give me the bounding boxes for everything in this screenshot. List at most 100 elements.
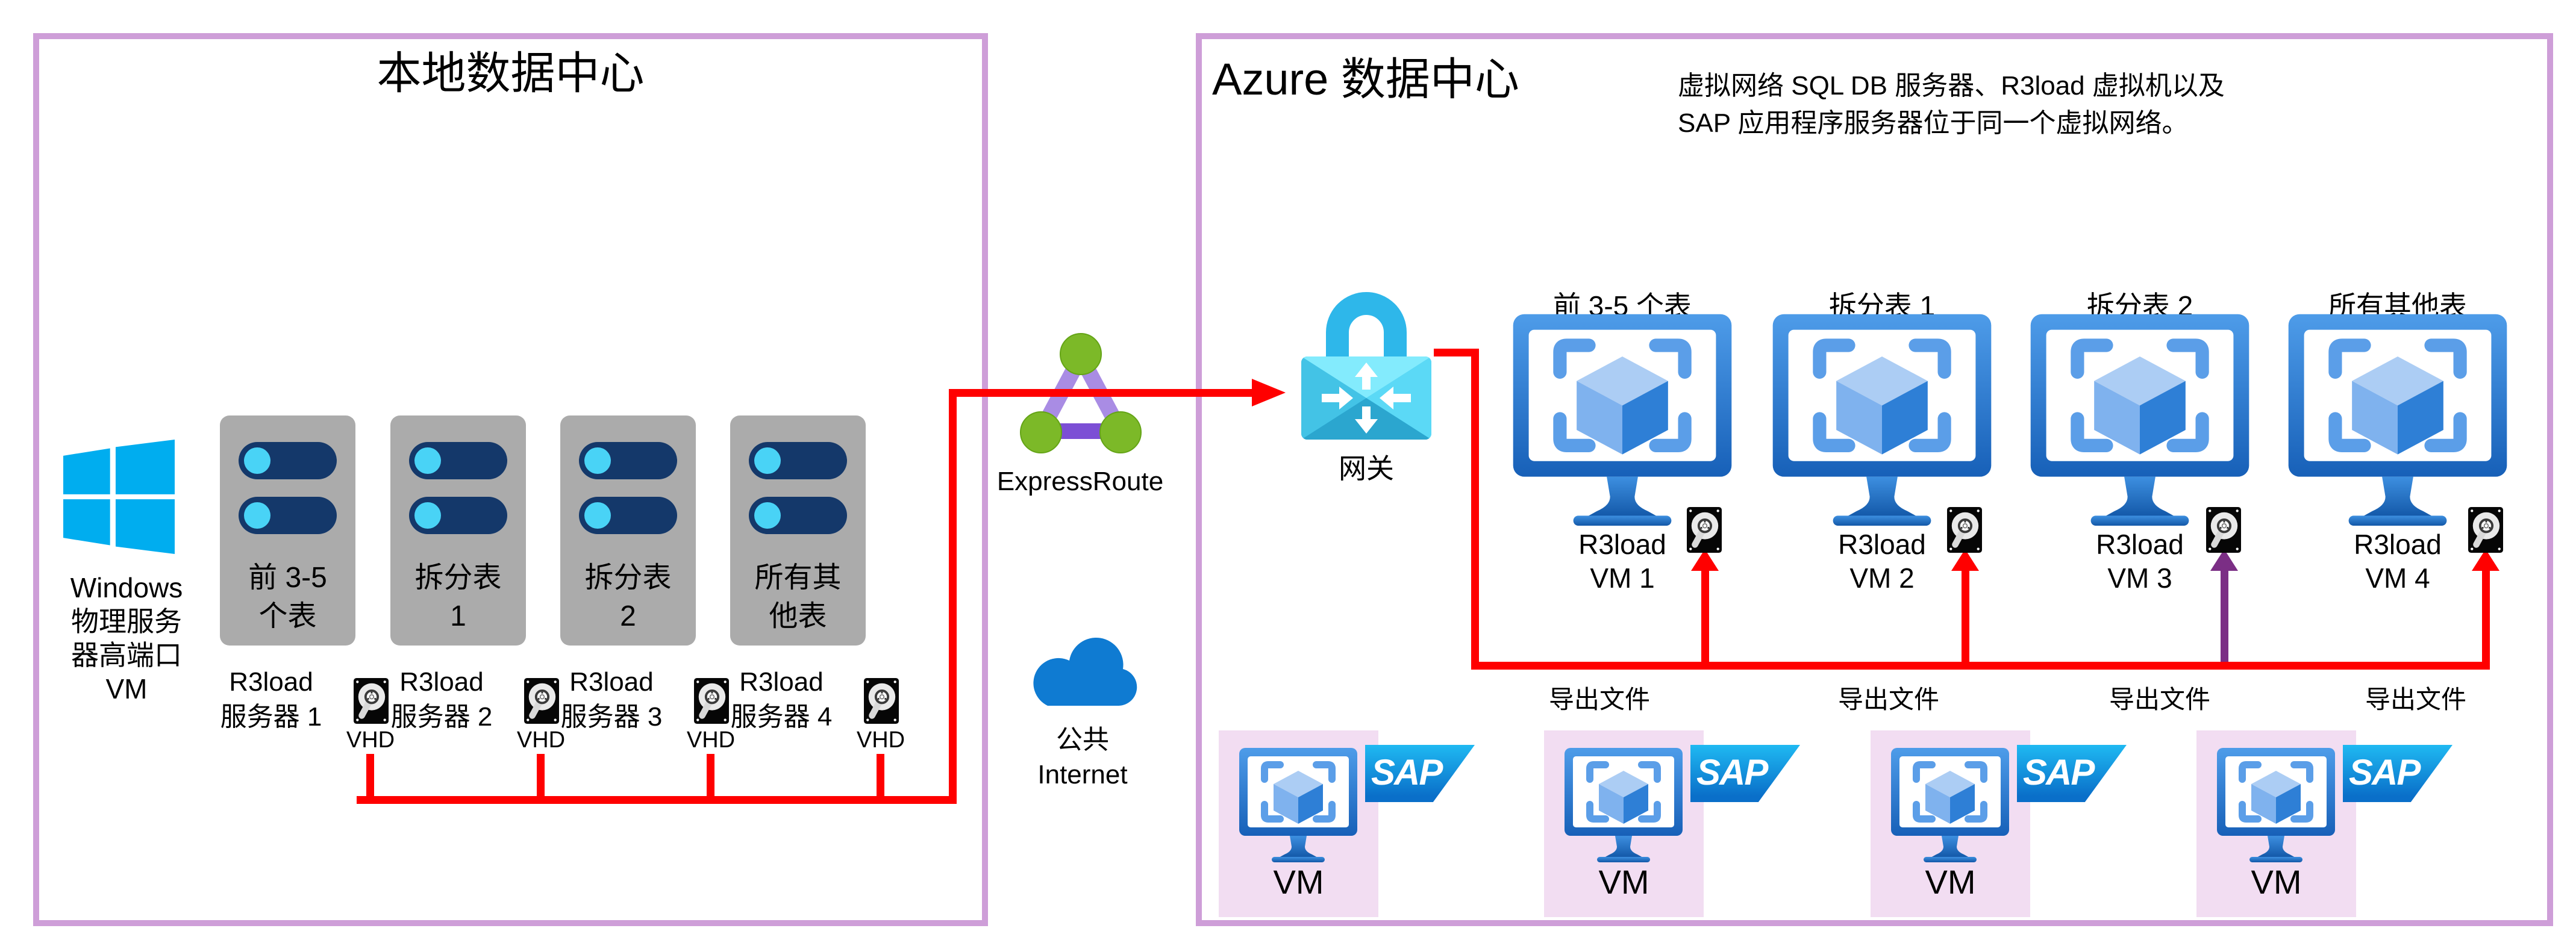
sap-logo: SAP (1690, 745, 1800, 802)
toggle-knob-icon (584, 447, 611, 474)
red-arrowhead-vm2 (1951, 549, 1979, 571)
internet-label: 公共 Internet (992, 723, 1173, 792)
server-toggle-icon (409, 442, 507, 479)
vm-monitor-icon (1511, 312, 1734, 526)
sap-vm-label: VM (2251, 863, 2302, 901)
vm-monitor-icon (1890, 747, 2010, 862)
red-arrowhead-vm4 (2472, 549, 2499, 571)
sap-vm-label: VM (1925, 863, 1976, 901)
r3load-server-2-label: R3load 服务器 2 (375, 665, 508, 735)
toggle-knob-icon (244, 447, 270, 474)
internet-label-line2: Internet (1037, 760, 1128, 789)
vm-monitor-icon (1771, 312, 1993, 526)
vm-disk-icon (1687, 507, 1722, 553)
r3load-server-1-label: R3load 服务器 1 (205, 665, 337, 735)
windows-label-line1: Windows (70, 572, 183, 603)
windows-label-line2: 物理服务 (71, 606, 182, 637)
export-file-label-1: 导出文件 (1548, 685, 1650, 714)
r3load-server-4-label: R3load 服务器 4 (715, 665, 848, 735)
vhd-disk-icon (524, 678, 559, 724)
vm-name-line: VM 3 (2107, 562, 2172, 594)
vm-monitor-icon (1563, 747, 1684, 862)
sap-vm-box-1: VM (1219, 730, 1378, 917)
azure-annotation-line2: SAP 应用程序服务器位于同一个虚拟网络。 (1678, 108, 2189, 138)
red-branch-vm2 (1962, 570, 1969, 662)
sap-vm-box-3: VM (1871, 730, 2030, 917)
vm-name-line: R3load (2096, 529, 2184, 560)
internet-cloud-icon (1022, 636, 1143, 709)
r3load-name-line: 服务器 4 (730, 702, 833, 732)
red-bus-onprem (357, 796, 957, 804)
gateway-label: 网关 (1339, 453, 1394, 484)
r3load-name-line: R3load (399, 667, 484, 697)
internet-label-line1: 公共 (1056, 725, 1109, 755)
onprem-datacenter-box (33, 33, 988, 926)
vhd-label-4: VHD (856, 727, 905, 753)
vhd-label-2: VHD (516, 727, 566, 753)
red-drop-line-1 (366, 754, 374, 801)
vm-monitor-icon (2028, 312, 2251, 526)
red-line-to-gateway (949, 389, 1253, 397)
server-card-2-label: 拆分表 1 (390, 559, 526, 636)
toggle-knob-icon (754, 502, 781, 529)
sap-logo-text: SAP (2023, 752, 2095, 792)
toggle-knob-icon (414, 447, 441, 474)
windows-server-label: Windows 物理服务 器高端口 VM (18, 571, 235, 706)
card-label-line: 前 3-5 (248, 562, 327, 594)
red-arrowhead-vm1 (1691, 549, 1719, 571)
server-toggle-icon (749, 442, 847, 479)
toggle-knob-icon (414, 502, 441, 529)
vhd-disk-icon (864, 678, 899, 724)
export-file-label-2: 导出文件 (1837, 685, 1939, 714)
red-drop-line-3 (707, 754, 714, 801)
server-card-3-label: 拆分表 2 (560, 559, 696, 636)
windows-label-line4: VM (105, 673, 148, 705)
red-branch-vm1 (1701, 570, 1709, 662)
purple-arrowhead-vm3 (2210, 549, 2238, 571)
vm-name-line: VM 4 (2365, 562, 2430, 594)
r3load-name-line: 服务器 1 (220, 702, 322, 732)
vm-name-line: VM 2 (1849, 562, 1915, 594)
red-bus-azure (1471, 662, 2490, 670)
card-label-line: 个表 (258, 600, 317, 632)
red-riser-onprem (949, 391, 957, 804)
server-toggle-icon (239, 497, 337, 534)
card-label-line: 拆分表 (584, 562, 672, 594)
r3load-server-3-label: R3load 服务器 3 (545, 665, 678, 735)
vm-monitor-icon (2286, 312, 2509, 526)
toggle-knob-icon (244, 502, 270, 529)
red-drop-line-4 (877, 754, 884, 801)
export-file-label-4: 导出文件 (2365, 685, 2466, 714)
r3load-name-line: R3load (569, 667, 654, 697)
r3load-name-line: R3load (229, 667, 313, 697)
server-toggle-icon (239, 442, 337, 479)
red-gateway-out-v (1471, 349, 1479, 670)
server-card-1-label: 前 3-5 个表 (220, 559, 355, 636)
toggle-knob-icon (754, 447, 781, 474)
server-toggle-icon (409, 497, 507, 534)
red-gateway-out-h (1434, 349, 1479, 356)
server-card-4: 所有其 他表 (730, 415, 866, 646)
r3load-name-line: 服务器 2 (390, 702, 493, 732)
vm-name-line: R3load (2354, 529, 2442, 560)
vm-name-line: R3load (1838, 529, 1926, 560)
vm-name-line: R3load (1578, 529, 1666, 560)
vm-name-line: VM 1 (1590, 562, 1655, 594)
vhd-label-1: VHD (346, 727, 395, 753)
server-toggle-icon (749, 497, 847, 534)
azure-datacenter-box (1196, 33, 2553, 926)
server-toggle-icon (579, 442, 677, 479)
vm-disk-icon (2468, 507, 2503, 553)
vm2-name-label: R3load VM 2 (1792, 527, 1972, 595)
vm3-name-label: R3load VM 3 (2049, 527, 2230, 595)
server-card-3: 拆分表 2 (560, 415, 696, 646)
sap-logo-text: SAP (2349, 752, 2421, 792)
vm-monitor-icon (2216, 747, 2336, 862)
toggle-knob-icon (584, 502, 611, 529)
vhd-disk-icon (354, 678, 389, 724)
onprem-title: 本地数据中心 (377, 48, 645, 98)
sap-vm-box-2: VM (1544, 730, 1704, 917)
r3load-name-line: R3load (739, 667, 824, 697)
vhd-disk-icon (694, 678, 729, 724)
